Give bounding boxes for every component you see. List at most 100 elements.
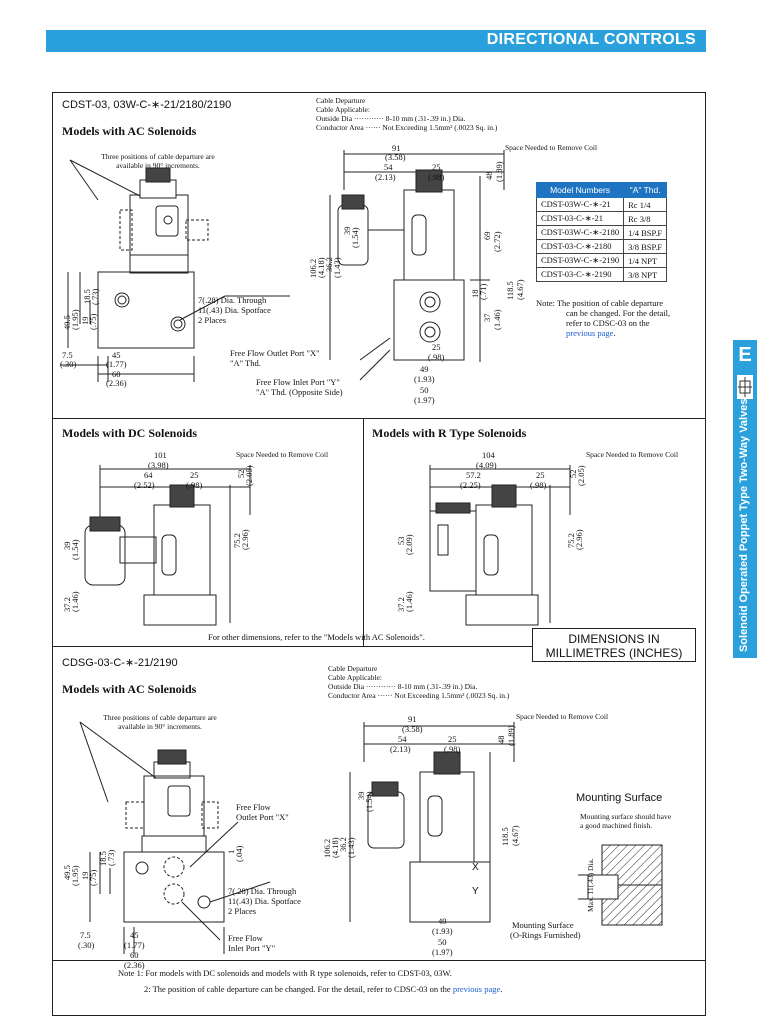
dim-s2-1185i: (4.67) <box>510 825 520 846</box>
dim-s1-18i: (.71) <box>478 283 488 300</box>
footnote-1: Note 1: For models with DC solenoids and… <box>118 968 452 978</box>
dim-r-104i: (4.09) <box>476 460 497 470</box>
dims-box-line1: DIMENSIONS IN <box>568 632 660 646</box>
dc-solenoid-drawing <box>84 465 251 626</box>
dim-dc-372i: (1.46) <box>70 591 80 612</box>
dim-s1-75i: (.30) <box>60 359 77 369</box>
section1-space-coil: Space Needed to Remove Coil <box>505 143 598 152</box>
section2-front-view-drawing <box>349 722 515 923</box>
section2-hole-3: 2 Places <box>228 906 257 916</box>
dim-dc-64: 64 <box>144 470 153 480</box>
section1-model-title: CDST-03, 03W-C-∗-21/2180/2190 <box>62 99 232 111</box>
section1-inlet-port: Free Flow Inlet Port "Y" <box>256 377 340 387</box>
section2-cable-applicable: Cable Applicable: <box>328 673 382 682</box>
section2-model-title: CDSG-03-C-∗-21/2190 <box>62 657 178 669</box>
section2-outlet-2: Outlet Port "X" <box>236 812 289 822</box>
rtype-heading: Models with R Type Solenoids <box>372 426 527 440</box>
footnote-2-text: 2: The position of cable departure can b… <box>144 984 451 994</box>
footnote-previous-page-link[interactable]: previous page <box>452 984 501 994</box>
dim-s1-362i: (1.43) <box>332 257 342 278</box>
table-cell: CDST-03W-C-∗-2190 <box>535 253 625 268</box>
dim-r-572: 57.2 <box>466 470 481 480</box>
dim-s2-1185: 118.5 <box>500 827 510 846</box>
dim-r-104: 104 <box>482 450 495 460</box>
model-table-header-thread: "A" Thd. <box>623 182 668 198</box>
section1-cable-note: Three positions of cable departure are a… <box>101 152 215 170</box>
dim-s2-185i: (.73) <box>106 849 116 866</box>
dim-s1-69i: (2.72) <box>492 231 502 252</box>
dim-s1-91i: (3.58) <box>385 152 406 162</box>
dim-dc-25i: (.98) <box>186 480 203 490</box>
table-cell: CDST-03-C-∗-2190 <box>535 267 625 282</box>
section2-ac-heading: Models with AC Solenoids <box>62 682 197 696</box>
dim-dc-752i: (2.96) <box>240 529 250 550</box>
divider-1 <box>52 418 706 419</box>
footnote-2-end: . <box>500 984 503 994</box>
dim-s2-495i: (1.95) <box>70 865 80 886</box>
dim-s2-50i: (1.97) <box>432 947 453 957</box>
dim-dc-64i: (2.52) <box>134 480 155 490</box>
dim-s2-91: 91 <box>408 714 417 724</box>
dim-r-752i: (2.96) <box>574 529 584 550</box>
dim-s2-91i: (3.58) <box>402 724 423 734</box>
dim-s2-39i: (1.54) <box>364 791 374 812</box>
dim-s1-48i: (1.89) <box>494 161 504 182</box>
dim-s2-49i: (1.93) <box>432 926 453 936</box>
tab-letter: E <box>738 344 752 366</box>
content-frame <box>52 92 706 1016</box>
dim-s2-75: 7.5 <box>80 930 91 940</box>
dim-s1-25bi: (.98) <box>428 352 445 362</box>
dim-s1-54i: (2.13) <box>375 172 396 182</box>
dim-s2-54i: (2.13) <box>390 744 411 754</box>
dc-heading: Models with DC Solenoids <box>62 426 198 440</box>
dim-s2-75i: (.30) <box>78 940 95 950</box>
dim-s2-50: 50 <box>438 937 447 947</box>
table-cell: CDST-03-C-∗-2180 <box>535 239 625 254</box>
dim-s1-60: 60 <box>112 369 121 379</box>
section1-inlet-thd: "A" Thd. (Opposite Side) <box>256 387 343 397</box>
section1-cable-departure: Cable Departure <box>316 96 366 105</box>
table-note-1: Note: The position of cable departure <box>536 298 664 308</box>
mounting-note-1: Mounting surface should have <box>580 812 672 821</box>
table-cell: CDST-03-C-∗-21 <box>535 211 625 226</box>
table-note-3: refer to CDSC-03 on the <box>566 318 650 328</box>
dim-s2-60: 60 <box>130 950 139 960</box>
dim-s1-37i: (1.46) <box>492 309 502 330</box>
dim-s1-69: 69 <box>482 231 492 241</box>
section2-space-coil: Space Needed to Remove Coil <box>516 712 609 721</box>
dim-r-572i: (2.25) <box>460 480 481 490</box>
dim-r-372i: (1.46) <box>404 591 414 612</box>
dimensions-unit-box: DIMENSIONS IN MILLIMETRES (INCHES) <box>532 628 696 662</box>
dim-s2-362i: (1.43) <box>346 837 356 858</box>
dim-dc-101: 101 <box>154 450 167 460</box>
mounting-surface-title: Mounting Surface <box>576 792 663 804</box>
dim-s1-75: 7.5 <box>62 350 73 360</box>
section1-front-view-drawing <box>329 150 505 381</box>
banner-title: DIRECTIONAL CONTROLS <box>486 31 696 48</box>
dim-s1-91: 91 <box>392 143 401 153</box>
footnote-2: 2: The position of cable departure can b… <box>144 984 502 994</box>
mounting-surface-label: Mounting Surface <box>512 920 574 930</box>
section2-inlet-2: Inlet Port "Y" <box>228 943 276 953</box>
previous-page-link[interactable]: previous page <box>566 328 614 338</box>
valve-symbol-icon <box>736 374 754 400</box>
dim-s1-50i: (1.97) <box>414 395 435 405</box>
dim-s2-1i: (.04) <box>234 845 244 862</box>
table-note-2: can be changed. For the detail, <box>566 308 671 318</box>
dim-dc-101i: (3.98) <box>148 460 169 470</box>
tab-vertical-title: Solenoid Operated Poppet Type Two-Way Va… <box>738 398 750 652</box>
dim-s2-60i: (2.36) <box>124 960 145 970</box>
section1-outside-dia: Outside Dia ············ 8-10 mm (.31-.3… <box>316 114 466 123</box>
section1-hole-2: 11(.43) Dia. Spotface <box>198 305 271 315</box>
section2-outside-dia: Outside Dia ············ 8-10 mm (.31-.3… <box>328 682 478 691</box>
mounting-note-2: a good machined finish. <box>580 821 653 830</box>
dim-r-25i: (.98) <box>530 480 547 490</box>
section1-side-view-drawing <box>60 159 290 382</box>
dim-s1-49i: (1.93) <box>414 374 435 384</box>
dim-s2-45i: (1.77) <box>124 940 145 950</box>
mounting-surface-drawing <box>578 844 663 926</box>
section2-hole-2: 11(.43) Dia. Spotface <box>228 896 301 906</box>
table-cell: 1/4 BSP.F <box>623 225 668 240</box>
